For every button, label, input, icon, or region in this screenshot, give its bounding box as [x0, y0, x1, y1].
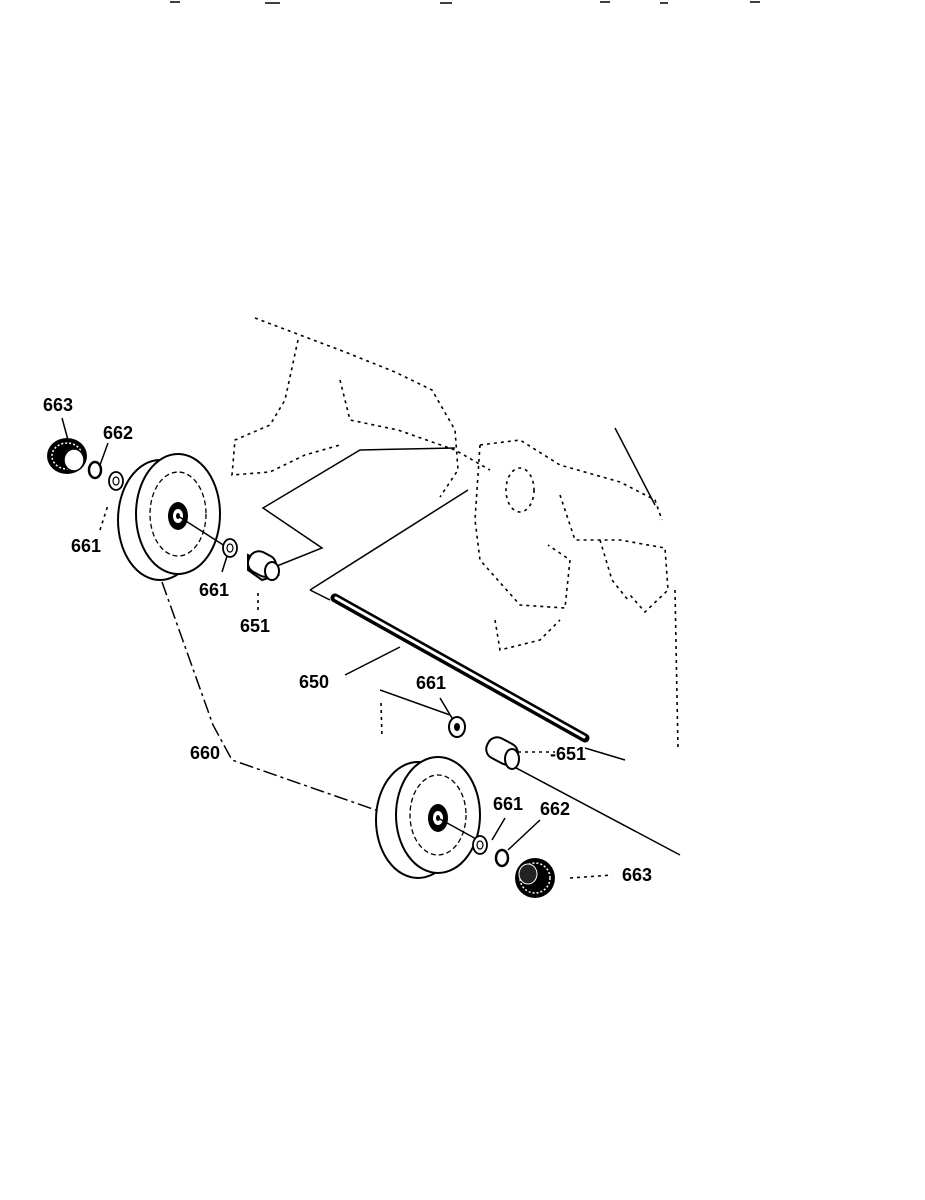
bushing-651-upper [246, 550, 280, 582]
hub-cap-663-bottom [515, 858, 555, 898]
callout-650: 650 [299, 672, 329, 692]
washer-661-top-outer [108, 471, 124, 491]
callout-661-mid: 661 [199, 580, 229, 600]
bushing-651-lower [485, 736, 520, 770]
callout-661-left: 661 [71, 536, 101, 556]
callout-663-top: 663 [43, 395, 73, 415]
washer-661-upper-inner [222, 538, 238, 558]
callout-662-top: 662 [103, 423, 133, 443]
callout-651-lower: -651 [550, 744, 586, 764]
washer-661-lower-inner [448, 716, 466, 738]
washer-661-lower-outer [472, 835, 488, 855]
clip-662-top [87, 460, 103, 480]
axle-rod-650 [330, 593, 590, 743]
callout-labels: 663 662 661 661 651 650 661 -651 660 661… [43, 395, 652, 885]
top-edge-artifacts [170, 1, 760, 4]
axle-bracket-lines [261, 447, 681, 856]
callout-651-top: 651 [240, 616, 270, 636]
wheel-660-upper [117, 453, 229, 581]
frame-housing-phantom [231, 317, 679, 751]
callout-663-bottom: 663 [622, 865, 652, 885]
wheel-660-lower [375, 756, 481, 879]
callout-660: 660 [190, 743, 220, 763]
callout-661-lower: 661 [416, 673, 446, 693]
callout-661-bottom: 661 [493, 794, 523, 814]
callout-662-bottom: 662 [540, 799, 570, 819]
hub-cap-663-top [47, 438, 87, 474]
clip-662-bottom [494, 848, 510, 868]
